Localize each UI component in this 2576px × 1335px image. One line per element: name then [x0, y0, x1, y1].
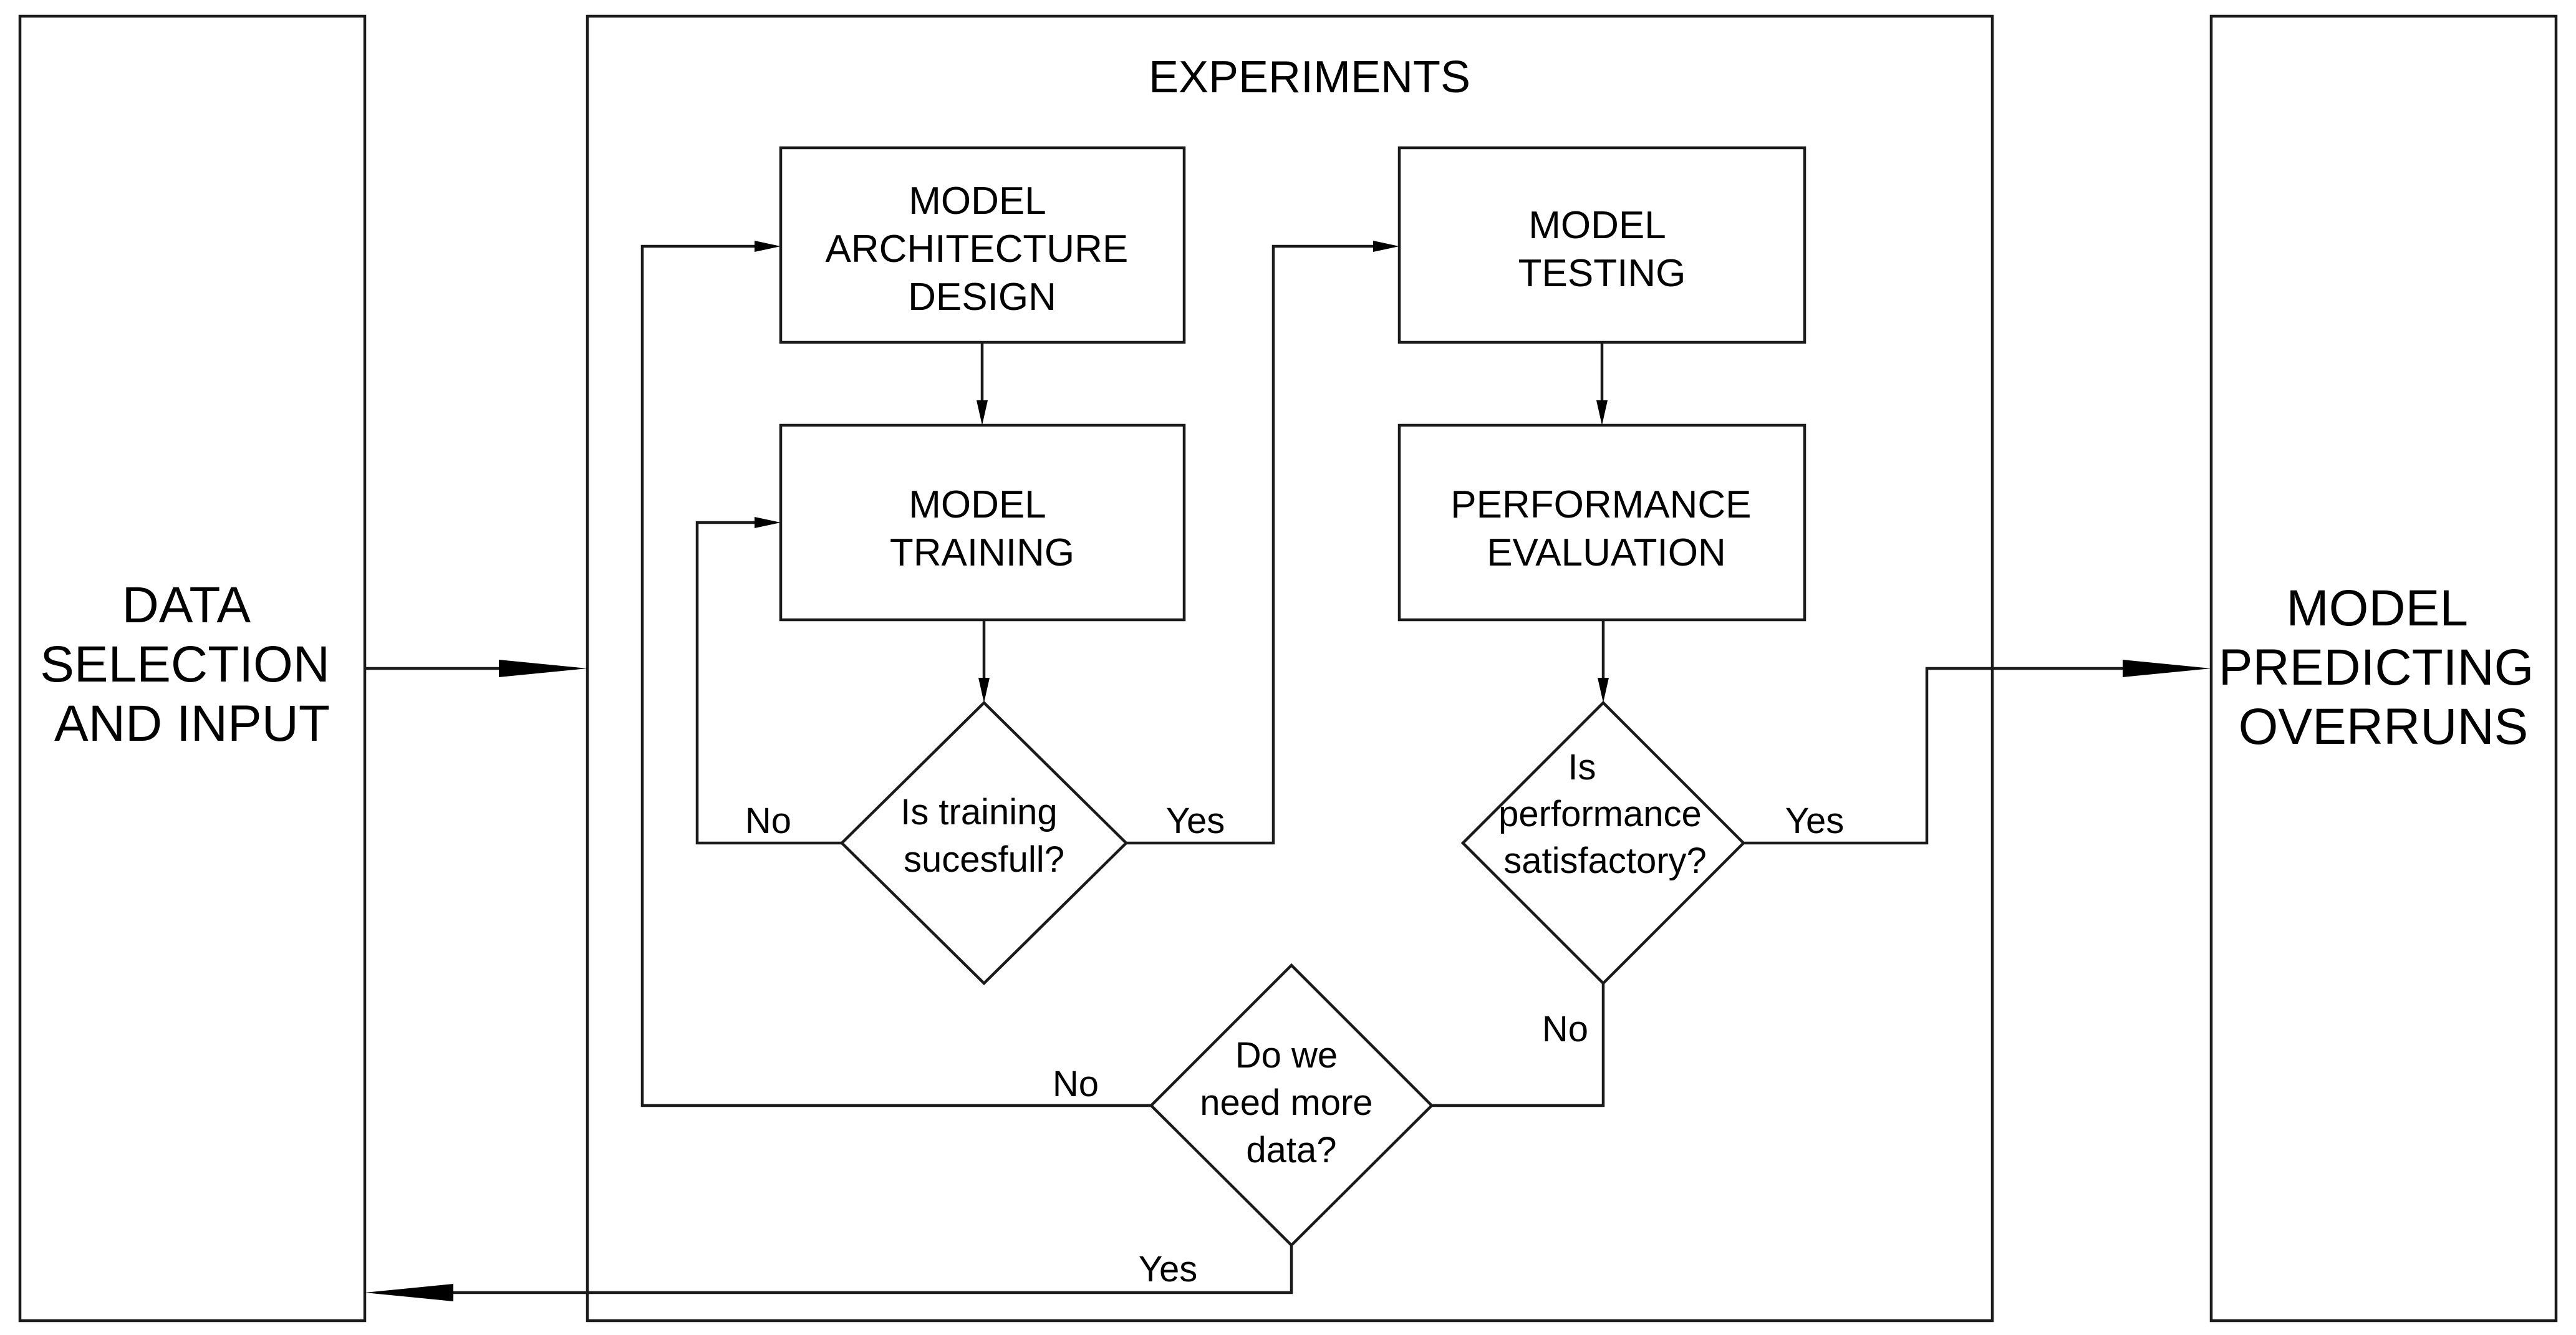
data-decision-line-2: need more [1200, 1082, 1372, 1123]
connector-training-yes-to-testing [1126, 241, 1399, 845]
experiments-title: EXPERIMENTS [1149, 52, 1470, 102]
evaluation-label: PERFORMANCE EVALUATION [1450, 483, 1762, 574]
data-decision-node: Do we need more data? [1149, 963, 1434, 1248]
arrowhead-into-model-predicting [2123, 660, 2211, 677]
connector-architecture-to-training [977, 342, 988, 425]
model-predicting-line-1: MODEL [2286, 580, 2466, 637]
arrowhead-into-training-decision [978, 678, 990, 703]
training-decision-line-1: Is training [900, 792, 1057, 832]
model-predicting-line-3: OVERRUNS [2239, 698, 2529, 755]
connector-training-to-decision [978, 620, 990, 703]
training-decision-line-2: sucesfull? [904, 839, 1064, 880]
architecture-line-1: MODEL [909, 180, 1045, 223]
training-decision-diamond [839, 700, 1129, 986]
data-selection-label: DATA SELECTION AND INPUT [40, 577, 344, 752]
data-selection-line-2: SELECTION [40, 636, 330, 693]
architecture-node: MODEL ARCHITECTURE DESIGN [779, 146, 1186, 344]
performance-no-label: No [1542, 1009, 1588, 1049]
testing-box [1397, 146, 1807, 344]
training-decision-node: Is training sucesfull? [839, 700, 1129, 986]
arrowhead-into-training [977, 400, 988, 425]
arrowhead-into-performance-decision [1598, 678, 1609, 703]
training-yes-label: Yes [1166, 801, 1225, 841]
connector-performance-yes-to-output [1744, 660, 2211, 845]
model-predicting-label: MODEL PREDICTING OVERRUNS [2219, 580, 2549, 755]
arrowhead-into-architecture [755, 241, 781, 252]
connector-data-to-experiments [365, 660, 587, 677]
connector-performance-no-to-data-decision [1432, 983, 1605, 1107]
arrowhead-into-data-selection [365, 1284, 453, 1301]
data-yes-label: Yes [1139, 1249, 1198, 1289]
architecture-line-3: DESIGN [908, 276, 1056, 319]
connector-evaluation-to-decision [1598, 620, 1609, 703]
testing-line-2: TESTING [1518, 252, 1686, 295]
data-decision-line-1: Do we [1235, 1035, 1338, 1076]
arrowhead-training-retry [755, 517, 781, 528]
data-decision-line-3: data? [1246, 1130, 1336, 1170]
training-decision-label: Is training sucesfull? [900, 792, 1068, 880]
evaluation-node: PERFORMANCE EVALUATION [1397, 423, 1807, 622]
arrowhead-into-experiments [499, 660, 587, 677]
model-predicting-panel: MODEL PREDICTING OVERRUNS [2209, 14, 2558, 1323]
architecture-box [779, 146, 1186, 344]
data-selection-panel: DATA SELECTION AND INPUT [18, 14, 367, 1323]
training-line-1: MODEL [909, 483, 1045, 526]
training-no-label: No [745, 801, 791, 841]
data-selection-box [18, 14, 367, 1323]
architecture-line-2: ARCHITECTURE [826, 228, 1129, 271]
performance-decision-line-1: Is [1568, 747, 1596, 788]
arrowhead-into-evaluation [1596, 400, 1608, 425]
performance-decision-node: Is performance satisfactory? [1460, 700, 1746, 986]
evaluation-line-1: PERFORMANCE [1450, 483, 1751, 526]
architecture-label: MODEL ARCHITECTURE DESIGN [826, 180, 1139, 319]
model-predicting-box [2209, 14, 2558, 1323]
data-selection-line-1: DATA [122, 577, 251, 634]
data-no-label: No [1053, 1064, 1099, 1104]
arrowhead-into-testing [1373, 241, 1399, 252]
performance-decision-line-3: satisfactory? [1503, 841, 1707, 881]
training-line-2: TRAINING [890, 531, 1074, 574]
testing-label: MODEL TESTING [1518, 204, 1686, 295]
data-selection-line-3: AND INPUT [54, 695, 330, 752]
performance-yes-label: Yes [1785, 801, 1845, 841]
testing-line-1: MODEL [1528, 204, 1665, 247]
evaluation-line-2: EVALUATION [1487, 531, 1726, 574]
connector-data-yes-to-input [365, 1245, 1293, 1301]
data-decision-label: Do we need more data? [1200, 1035, 1382, 1170]
evaluation-box [1397, 423, 1807, 622]
testing-node: MODEL TESTING [1397, 146, 1807, 344]
model-predicting-line-2: PREDICTING [2219, 639, 2534, 696]
training-node: MODEL TRAINING [779, 423, 1186, 622]
training-label: MODEL TRAINING [890, 483, 1074, 574]
connector-testing-to-evaluation [1596, 342, 1608, 425]
connector-data-no-to-architecture [640, 241, 1151, 1107]
performance-decision-label: Is performance satisfactory? [1498, 747, 1712, 881]
connector-training-no-loop [695, 517, 842, 845]
performance-decision-line-2: performance [1498, 794, 1702, 834]
